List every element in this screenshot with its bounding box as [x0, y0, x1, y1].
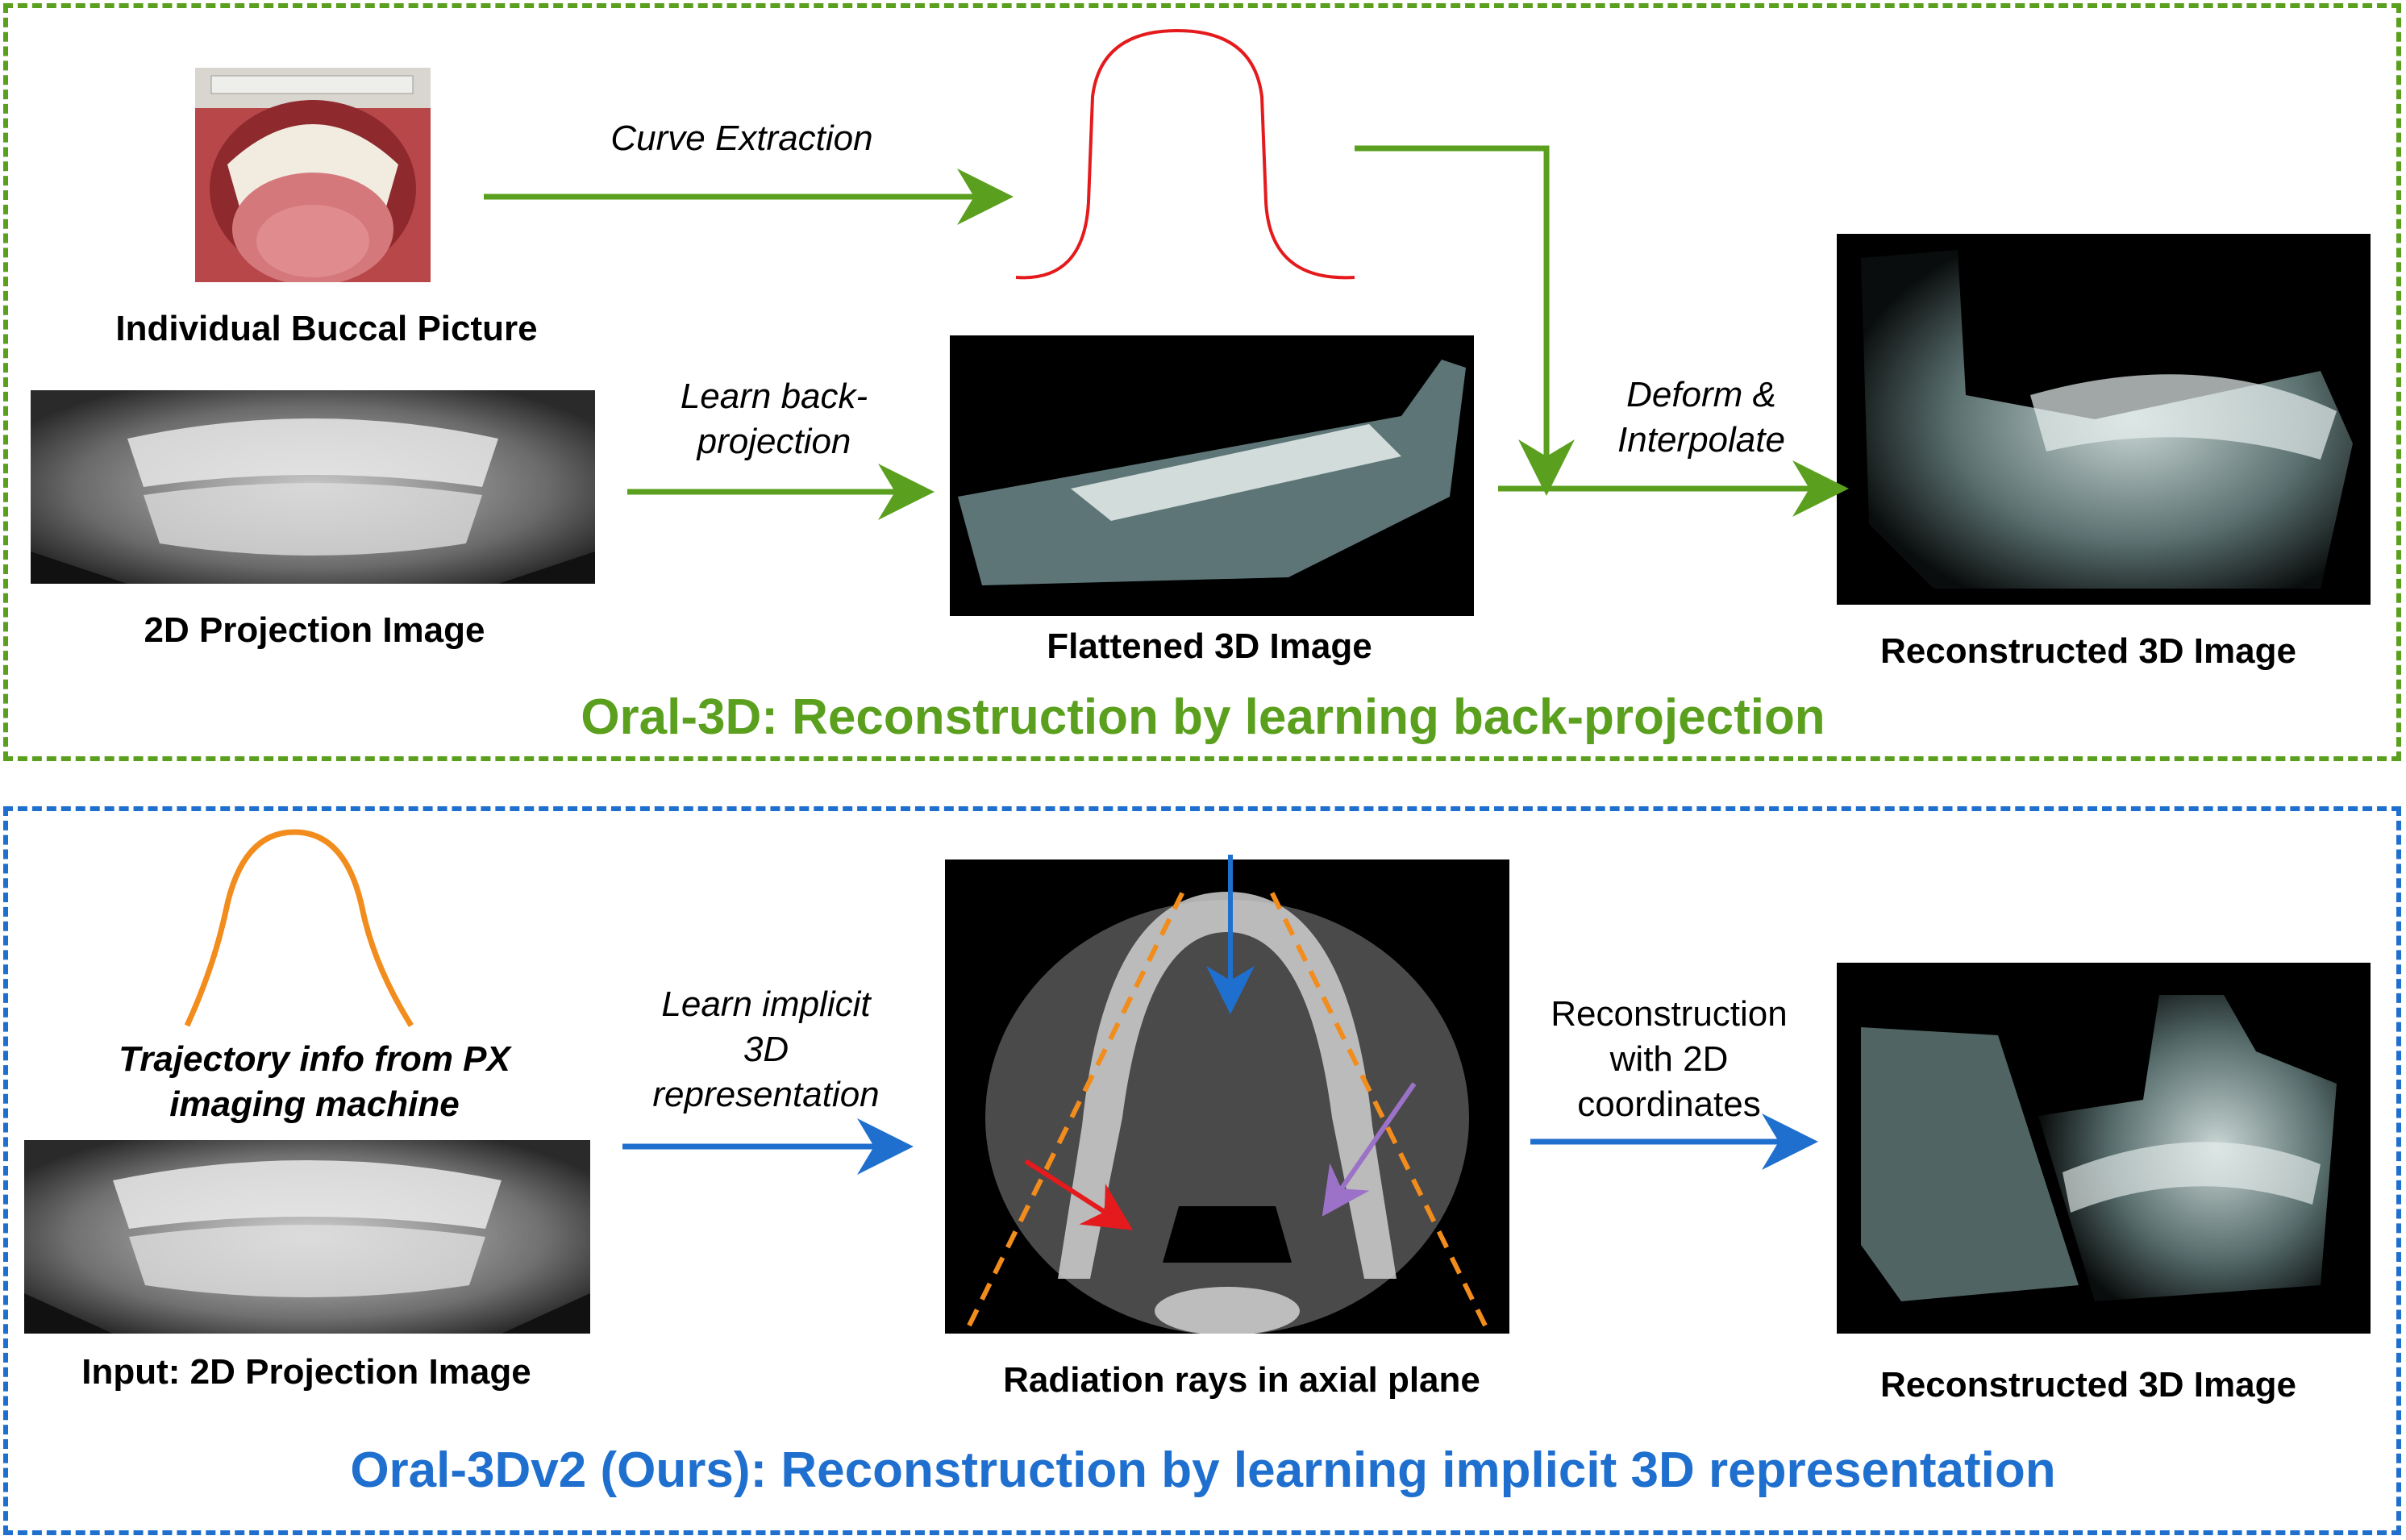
- label-curve-extraction: Curve Extraction: [610, 119, 873, 158]
- reconstructed-caption-top: Reconstructed 3D Image: [1880, 631, 2296, 671]
- label-recon-2d-line2: with 2D: [1609, 1039, 1729, 1079]
- rays-caption: Radiation rays in axial plane: [1003, 1360, 1480, 1400]
- buccal-caption: Individual Buccal Picture: [115, 309, 538, 348]
- label-learn-implicit-line1: Learn implicit: [661, 984, 871, 1024]
- label-trajectory-line2: imaging machine: [169, 1084, 460, 1124]
- label-learn-implicit-line3: representation: [652, 1075, 880, 1114]
- flattened-3d-render: [950, 335, 1474, 616]
- arrow-curve-to-deform: [1355, 145, 1575, 496]
- label-recon-2d-line1: Reconstruction: [1551, 994, 1788, 1034]
- label-trajectory-line1: Trajectory info from PX: [119, 1039, 510, 1079]
- trajectory-curve: [184, 829, 414, 1027]
- extracted-curve: [1015, 28, 1355, 280]
- projection-xray-bottom: [24, 1140, 590, 1334]
- title-oral3d: Oral-3D: Reconstruction by learning back…: [581, 689, 1825, 745]
- label-learn-back-line1: Learn back-: [680, 377, 868, 416]
- label-deform-line1: Deform &: [1626, 375, 1776, 414]
- title-oral3dv2: Oral-3Dv2 (Ours): Reconstruction by lear…: [350, 1442, 2056, 1498]
- ray-arrow-purple: [1322, 1082, 1417, 1217]
- label-learn-back-line2: projection: [697, 422, 851, 461]
- label-recon-2d-line3: coordinates: [1577, 1084, 1761, 1124]
- projection-xray-top: [31, 390, 595, 584]
- flattened-caption: Flattened 3D Image: [1047, 626, 1372, 666]
- buccal-photo: [195, 68, 431, 282]
- input-caption: Input: 2D Projection Image: [81, 1352, 531, 1392]
- projection-caption-top: 2D Projection Image: [144, 610, 485, 650]
- ray-arrow-red: [1024, 1159, 1134, 1230]
- reconstructed-3d-render-top: [1837, 234, 2371, 605]
- reconstructed-caption-bottom: Reconstructed 3D Image: [1880, 1365, 2296, 1405]
- top-panel-oral3d: [3, 3, 2401, 761]
- label-learn-implicit-line2: 3D: [743, 1030, 789, 1069]
- bottom-panel-oral3dv2: [3, 806, 2401, 1535]
- reconstructed-3d-render-bottom: [1837, 963, 2371, 1334]
- label-deform-line2: Interpolate: [1617, 420, 1785, 460]
